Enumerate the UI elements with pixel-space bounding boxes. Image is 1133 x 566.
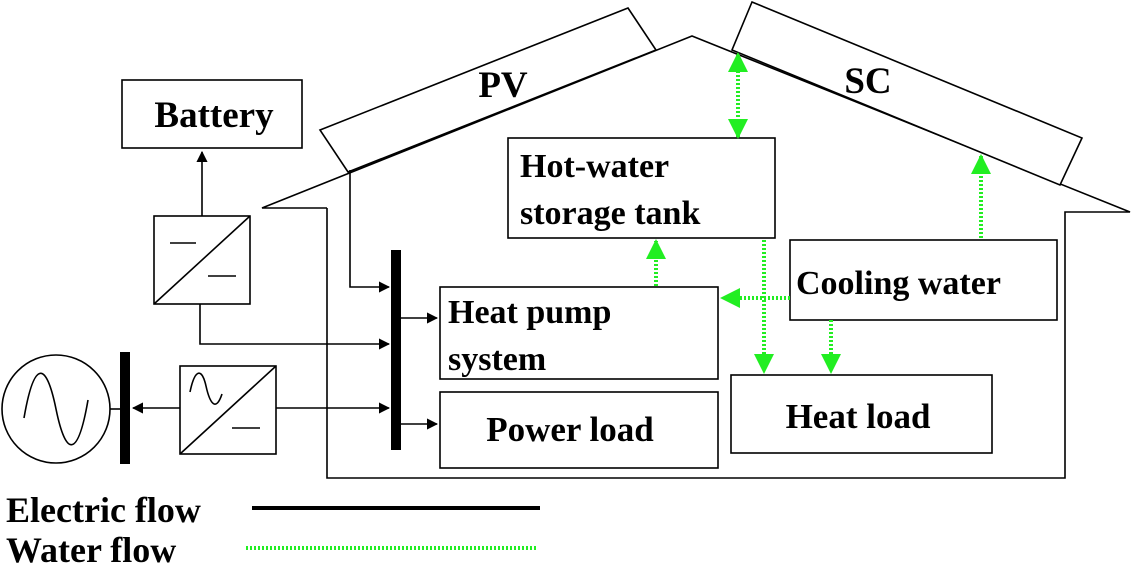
hot-water-label-line2: storage tank <box>520 195 700 232</box>
cooling-water-label: Cooling water <box>796 265 1001 302</box>
sc-panel: SC <box>730 0 1084 187</box>
power-load-box: Power load <box>439 391 719 469</box>
house-outline <box>261 35 1131 479</box>
ac-grid-source <box>1 354 111 464</box>
cooling-water-box: Cooling water <box>789 239 1058 321</box>
pv-panel: PV <box>318 7 658 173</box>
legend-electric-flow-label: Electric flow <box>6 490 201 530</box>
water-flow-lines <box>646 52 991 374</box>
heat-pump-box: Heat pump system <box>439 286 719 380</box>
grid-bus-bar <box>120 352 130 464</box>
legend: Electric flow Water flow <box>6 490 540 566</box>
battery-box: Battery <box>121 79 303 149</box>
main-bus-bar <box>391 250 401 450</box>
hot-water-label-line1: Hot-water <box>520 148 669 185</box>
electric-flow-lines <box>110 150 439 430</box>
heat-load-box: Heat load <box>730 374 993 454</box>
legend-water-flow-label: Water flow <box>6 530 176 566</box>
power-load-label: Power load <box>486 410 654 449</box>
pv-label: PV <box>478 65 528 106</box>
heat-pump-label-line2: system <box>448 341 546 378</box>
heat-load-label: Heat load <box>786 397 931 436</box>
hot-water-tank-box: Hot-water storage tank <box>507 137 776 239</box>
grid-inverter <box>179 365 277 455</box>
sc-label: SC <box>844 61 891 102</box>
battery-converter <box>153 215 251 305</box>
battery-label: Battery <box>154 95 274 136</box>
heat-pump-label-line1: Heat pump <box>448 294 611 331</box>
